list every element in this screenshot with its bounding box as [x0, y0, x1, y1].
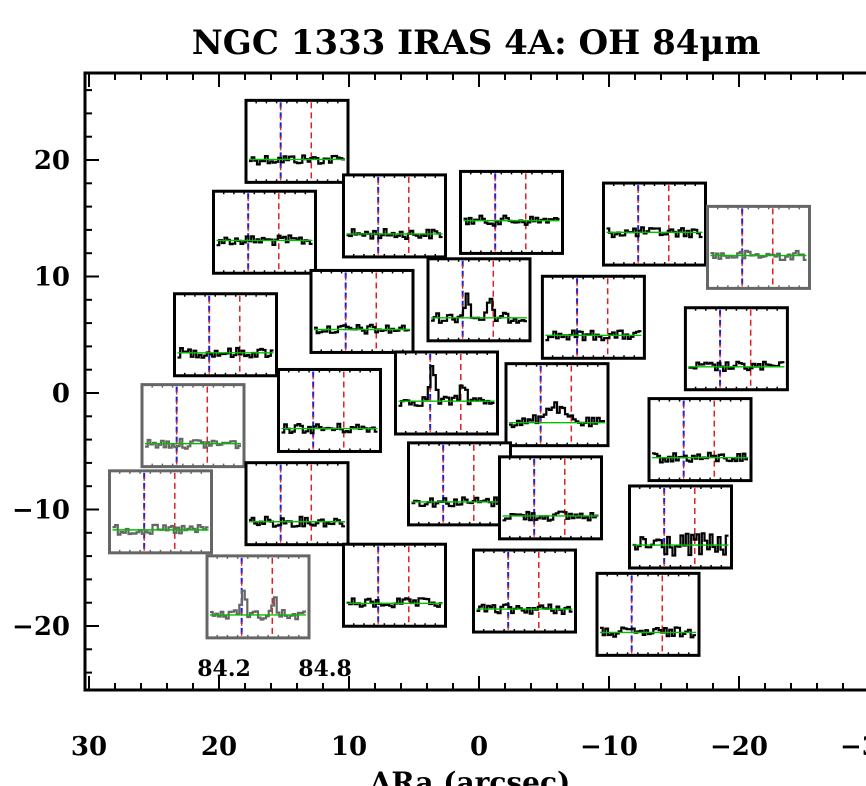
- spectrum-line: [216, 234, 313, 247]
- x-tick-label: −10: [580, 732, 638, 762]
- spectrum-line: [346, 597, 443, 609]
- y-tick-label: −10: [12, 496, 70, 526]
- spectrum-panel: [277, 367, 382, 453]
- plot-frame: [83, 71, 866, 692]
- panel-frame: [407, 441, 512, 527]
- panel-frame: [342, 542, 447, 628]
- panel-frame: [540, 274, 646, 360]
- panel-frame: [277, 367, 382, 453]
- panel-frame: [173, 292, 278, 378]
- spectrum-line: [710, 249, 807, 261]
- spectrum-line: [600, 626, 696, 639]
- spectrum-panel: [407, 441, 512, 527]
- panel-frame: [628, 484, 733, 570]
- spectrum-line: [652, 451, 748, 464]
- spectrum-panel: [394, 350, 499, 436]
- y-tick-label: 0: [52, 379, 70, 409]
- panel-frame: [212, 189, 317, 275]
- spectrum-line: [688, 360, 785, 372]
- spectrum-panel: [706, 204, 811, 290]
- spectrum-panel: [108, 469, 213, 555]
- spectrum-panel: [205, 554, 311, 640]
- panel-frame: [140, 383, 246, 469]
- y-tick-label: 20: [34, 146, 70, 176]
- panel-frame: [472, 548, 577, 634]
- panel-frame: [498, 455, 603, 541]
- spectrum-line: [476, 603, 573, 615]
- panel-frame: [394, 350, 499, 436]
- panel-frame: [602, 181, 707, 267]
- x-tick-label: 30: [71, 732, 107, 762]
- x-tick-label: −30: [840, 732, 866, 762]
- spectrum-panel: [342, 542, 447, 628]
- spectrum-panel: [173, 292, 278, 378]
- x-tick-label: 20: [201, 732, 237, 762]
- panel-frame: [595, 571, 701, 657]
- panel-frame: [647, 397, 753, 483]
- wavelength-label-left: 84.2: [197, 656, 251, 682]
- y-tick-label: 10: [34, 263, 70, 293]
- panel-frame: [309, 268, 415, 354]
- spectrum-panel: [459, 169, 564, 255]
- spectrum-line: [145, 437, 241, 450]
- panel-frame: [108, 469, 213, 555]
- spectrum-line: [632, 532, 729, 557]
- spectrum-panel: [602, 181, 707, 267]
- spectrum-panel: [212, 189, 317, 275]
- spectrum-panel: [540, 274, 646, 360]
- panel-frame: [244, 98, 350, 184]
- wavelength-label-right: 84.8: [298, 656, 352, 682]
- spectrum-panel: [426, 257, 532, 343]
- spectrum-line: [177, 346, 274, 359]
- spectrum-panel: [683, 306, 789, 392]
- panel-frame: [459, 169, 564, 255]
- spectrum-line: [249, 515, 345, 528]
- spectrum-line: [606, 226, 703, 239]
- panel-frame: [342, 173, 447, 259]
- panel-frame: [706, 204, 811, 290]
- y-tick-labels: −20 −10 0 10 20: [12, 146, 70, 642]
- spectrum-panel: [244, 98, 350, 184]
- panel-frame: [683, 306, 789, 392]
- spectrum-line: [431, 292, 527, 324]
- spectrum-panel: [472, 548, 577, 634]
- spectrum-panel: [628, 484, 733, 570]
- chart-title: NGC 1333 IRAS 4A: OH 84μm: [192, 23, 761, 63]
- spectrum-panel: [244, 461, 350, 547]
- x-tick-labels: 30 20 10 0 −10 −20 −30: [71, 732, 866, 762]
- panel-frame: [244, 461, 350, 547]
- tick-marks: [85, 73, 844, 690]
- x-tick-label: −20: [710, 732, 768, 762]
- x-axis-label: ΔRa (arcsec): [370, 766, 571, 786]
- x-tick-label: 0: [470, 732, 488, 762]
- spectrum-panel: [595, 571, 701, 657]
- spectrum-panel: [309, 268, 415, 354]
- spectrum-line: [398, 365, 495, 407]
- spectra-panels: [108, 98, 811, 657]
- spectrum-panel: [498, 455, 603, 541]
- spectrum-line: [463, 214, 560, 227]
- spectrum-panel: [140, 383, 246, 469]
- spectrum-panel: [504, 362, 610, 448]
- panel-frame: [426, 257, 532, 343]
- panel-frame: [205, 554, 311, 640]
- x-tick-label: 10: [331, 732, 367, 762]
- spectrum-panel: [647, 397, 753, 483]
- y-tick-label: −20: [12, 612, 70, 642]
- spectrum-panel: [342, 173, 447, 259]
